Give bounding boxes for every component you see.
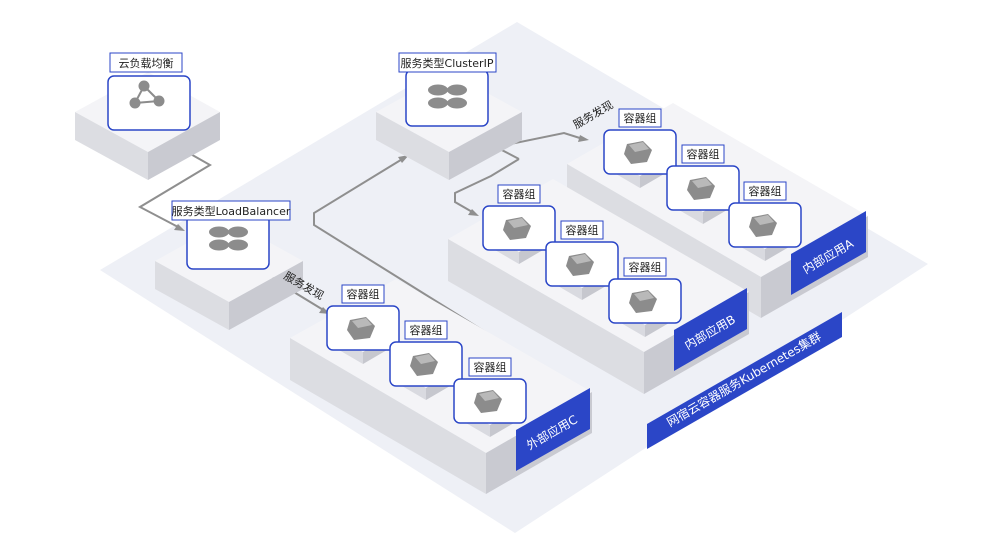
arrowhead-app-a [578,135,589,142]
arrow-clusterip-to-app-b [454,158,520,214]
container-icon [624,141,652,164]
arrow-heads [174,135,589,314]
container-icon [629,290,657,313]
pod-label: 容器组 [474,360,507,374]
service-petals-icon [209,226,248,251]
container-icon-top [629,142,649,152]
container-icon [566,253,594,276]
arrow-lb-to-svc-loadbalancer [137,147,212,229]
pod-label: 容器组 [749,184,782,198]
pod-tile[interactable]: 容器组 [666,144,740,224]
pod-tile[interactable]: 容器组 [608,257,682,337]
arrowhead-app-b [468,209,479,216]
pod-tile[interactable]: 容器组 [545,220,619,300]
app-c-label-ribbon [516,388,590,471]
pod-tile[interactable]: 容器组 [326,284,400,364]
svc-clusterip-label-box [398,52,497,73]
pod-label-box [497,184,541,204]
app-b-label-ribbon [674,288,747,371]
arrowhead-app-c-to-clusterip [398,155,409,163]
container-icon-top [571,254,591,264]
container-icon [749,214,777,237]
svc-loadbalancer-label-box [171,200,291,221]
svc-loadbalancer-block[interactable]: 服务类型LoadBalancer [155,200,303,330]
share-nodes-icon [129,80,165,109]
pod-tile[interactable]: 容器组 [389,320,463,400]
container-icon [474,390,502,413]
container-icon-top [692,178,712,188]
pod-label-box [468,357,512,377]
pod-label: 容器组 [624,111,657,125]
container-icon [410,353,438,376]
pod-tile[interactable]: 容器组 [728,181,802,261]
pod-label-box [341,284,385,304]
svc-clusterip-block[interactable]: 服务类型ClusterIP [376,52,522,180]
pod-tile[interactable]: 容器组 [482,184,556,264]
container-icon [347,317,375,340]
load-balancer-block[interactable]: 云负载均衡 [75,52,220,180]
pod-tile[interactable]: 容器组 [453,357,527,437]
service-petals-icon [428,84,467,109]
container-icon-top [754,215,774,225]
svc-loadbalancer-label: 服务类型LoadBalancer [172,204,291,218]
container-icon-top [508,218,528,228]
load-balancer-label: 云负载均衡 [119,56,174,70]
load-balancer-label-box [109,52,183,73]
pod-label-box [618,108,662,128]
cluster-label-ribbon [647,312,842,449]
pod-label: 容器组 [347,287,380,301]
pod-label-box [404,320,448,340]
app-a-label-ribbon [791,211,866,295]
arrow-clusterip-to-app-a [493,131,584,160]
container-icon [503,217,531,240]
pod-label: 容器组 [503,187,536,201]
container-icon-top [479,391,499,401]
pod-label-box [623,257,667,277]
pod-label: 容器组 [410,323,443,337]
pod-label-box [743,181,787,201]
svc-clusterip-label: 服务类型ClusterIP [401,56,494,70]
pod-label: 容器组 [566,223,599,237]
pod-tile[interactable]: 容器组 [603,108,677,188]
pod-label-box [681,144,725,164]
arrowhead-svc-loadbalancer [174,224,185,231]
container-icon-top [415,354,435,364]
pod-label: 容器组 [687,147,720,161]
pod-label: 容器组 [629,260,662,274]
pod-label-box [560,220,604,240]
container-icon-top [634,291,654,301]
container-icon-top [352,318,372,328]
container-icon [687,177,715,200]
